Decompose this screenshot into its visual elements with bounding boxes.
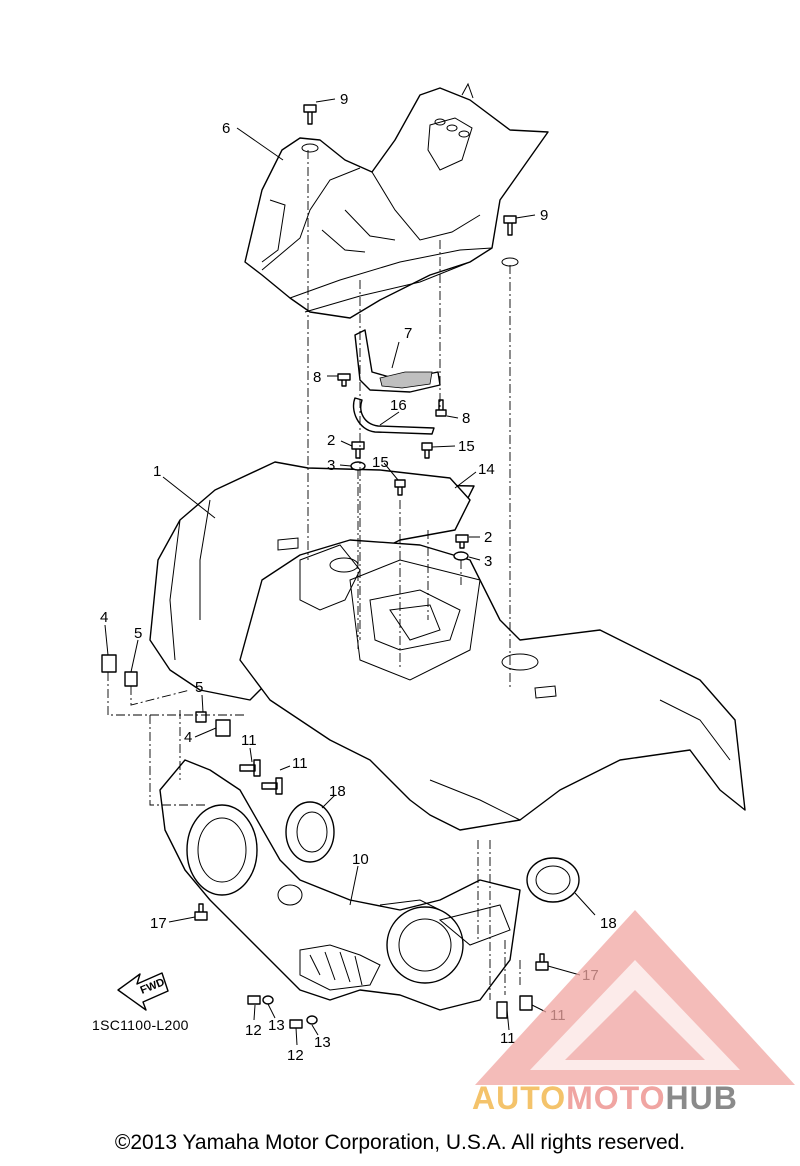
diagram-code: 1SC1100-L200 — [92, 1017, 189, 1033]
callout-13a: 13 — [268, 1017, 285, 1034]
reflector-18-left — [285, 801, 335, 863]
front-top-cover — [244, 82, 549, 319]
watermark-text-hub: HUB — [665, 1080, 738, 1116]
watermark-text-moto: MOTO — [566, 1080, 666, 1116]
rubber-strip-16 — [352, 397, 435, 435]
callout-2a: 2 — [327, 432, 335, 449]
bracket-7 — [354, 329, 441, 393]
copyright-notice: ©2013 Yamaha Motor Corporation, U.S.A. A… — [114, 1131, 686, 1154]
callout-16: 16 — [390, 397, 407, 414]
callout-15a: 15 — [372, 454, 389, 471]
callout-4a: 4 — [100, 609, 108, 626]
callout-17a: 17 — [150, 915, 167, 932]
callout-1: 1 — [153, 463, 161, 480]
callout-2b: 2 — [484, 529, 492, 546]
callout-13b: 13 — [314, 1034, 331, 1051]
watermark-text-auto: AUTO — [472, 1080, 567, 1116]
callout-18a: 18 — [329, 783, 346, 800]
callout-6: 6 — [222, 120, 230, 137]
callout-3a: 3 — [327, 457, 335, 474]
alignment-lines — [107, 150, 521, 1000]
callout-4b: 4 — [184, 729, 192, 746]
callout-11a: 11 — [241, 732, 257, 749]
callout-7: 7 — [404, 325, 412, 342]
callout-18b: 18 — [600, 915, 617, 932]
callout-5b: 5 — [195, 679, 203, 696]
callout-8a: 8 — [313, 369, 321, 386]
watermark-text: AUTOMOTOHUB — [472, 1080, 738, 1117]
reflector-18-right — [526, 857, 580, 903]
callout-8b: 8 — [462, 410, 470, 427]
callout-5a: 5 — [134, 625, 142, 642]
front-fender — [149, 461, 746, 831]
leader-lines — [104, 98, 596, 1046]
callout-9b: 9 — [540, 207, 548, 224]
forward-arrow: FWD — [117, 972, 169, 1011]
callout-10: 10 — [352, 851, 369, 868]
callout-14: 14 — [478, 461, 495, 478]
callout-11b: 11 — [292, 755, 308, 772]
callout-3b: 3 — [484, 553, 492, 570]
callout-9a: 9 — [340, 91, 348, 108]
watermark-logo — [475, 910, 795, 1085]
callout-12a: 12 — [245, 1022, 262, 1039]
callout-11c: 11 — [500, 1030, 516, 1047]
callout-15b: 15 — [458, 438, 475, 455]
front-bumper — [159, 759, 521, 1011]
callout-12b: 12 — [287, 1047, 304, 1064]
